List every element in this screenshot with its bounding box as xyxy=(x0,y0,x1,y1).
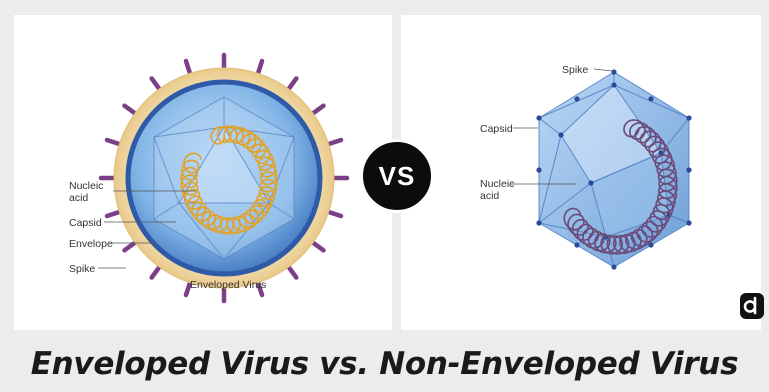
nucleic-acid-coil xyxy=(180,125,278,235)
page-title: Enveloped Virus vs. Non-Enveloped Virus xyxy=(30,346,739,382)
vertex-spike xyxy=(536,115,542,121)
vertex-spike xyxy=(686,220,692,226)
vertex-dots xyxy=(536,69,692,270)
vertex-spike xyxy=(648,242,654,248)
label-spike: Spike xyxy=(562,64,588,76)
vertex-spike xyxy=(611,69,617,75)
caption-enveloped-virus: Enveloped Virus xyxy=(190,279,266,291)
label-spike: Spike xyxy=(69,263,95,275)
label-capsid: Capsid xyxy=(480,123,513,135)
label-nucleic-acid-line1: Nucleic xyxy=(480,178,514,190)
label-envelope: Envelope xyxy=(69,238,113,250)
nucleic-acid-coil xyxy=(563,119,678,255)
vertex-spike xyxy=(648,96,654,102)
vertex-spike xyxy=(558,132,564,138)
label-capsid: Capsid xyxy=(69,217,102,229)
right-label-lines xyxy=(510,68,613,185)
vertex-spike xyxy=(686,115,692,121)
left-label-lines xyxy=(98,190,196,269)
label-nucleic-acid-line2: acid xyxy=(69,192,88,204)
enveloped-virus-diagram: Nucleic acid Capsid Envelope Spike Envel… xyxy=(69,52,350,304)
non-enveloped-virus-panel: Spike Capsid Nucleic acid xyxy=(401,15,761,330)
enveloped-virus-panel: Nucleic acid Capsid Envelope Spike Envel… xyxy=(14,15,392,330)
vs-badge: VS xyxy=(360,139,434,213)
vertex-spike xyxy=(574,96,580,102)
vertex-spike xyxy=(574,242,580,248)
d-logo-icon xyxy=(740,293,764,319)
non-enveloped-virus-diagram: Spike Capsid Nucleic acid xyxy=(480,64,692,270)
vertex-spike xyxy=(686,167,692,173)
icosahedral-capsid xyxy=(538,71,690,268)
vertex-spike xyxy=(588,180,594,186)
vertex-spike xyxy=(611,264,617,270)
vertex-spike xyxy=(611,82,617,88)
vertex-spike xyxy=(536,167,542,173)
vertex-spike xyxy=(536,220,542,226)
label-nucleic-acid-line1: Nucleic xyxy=(69,180,103,192)
label-nucleic-acid-line2: acid xyxy=(480,190,499,202)
